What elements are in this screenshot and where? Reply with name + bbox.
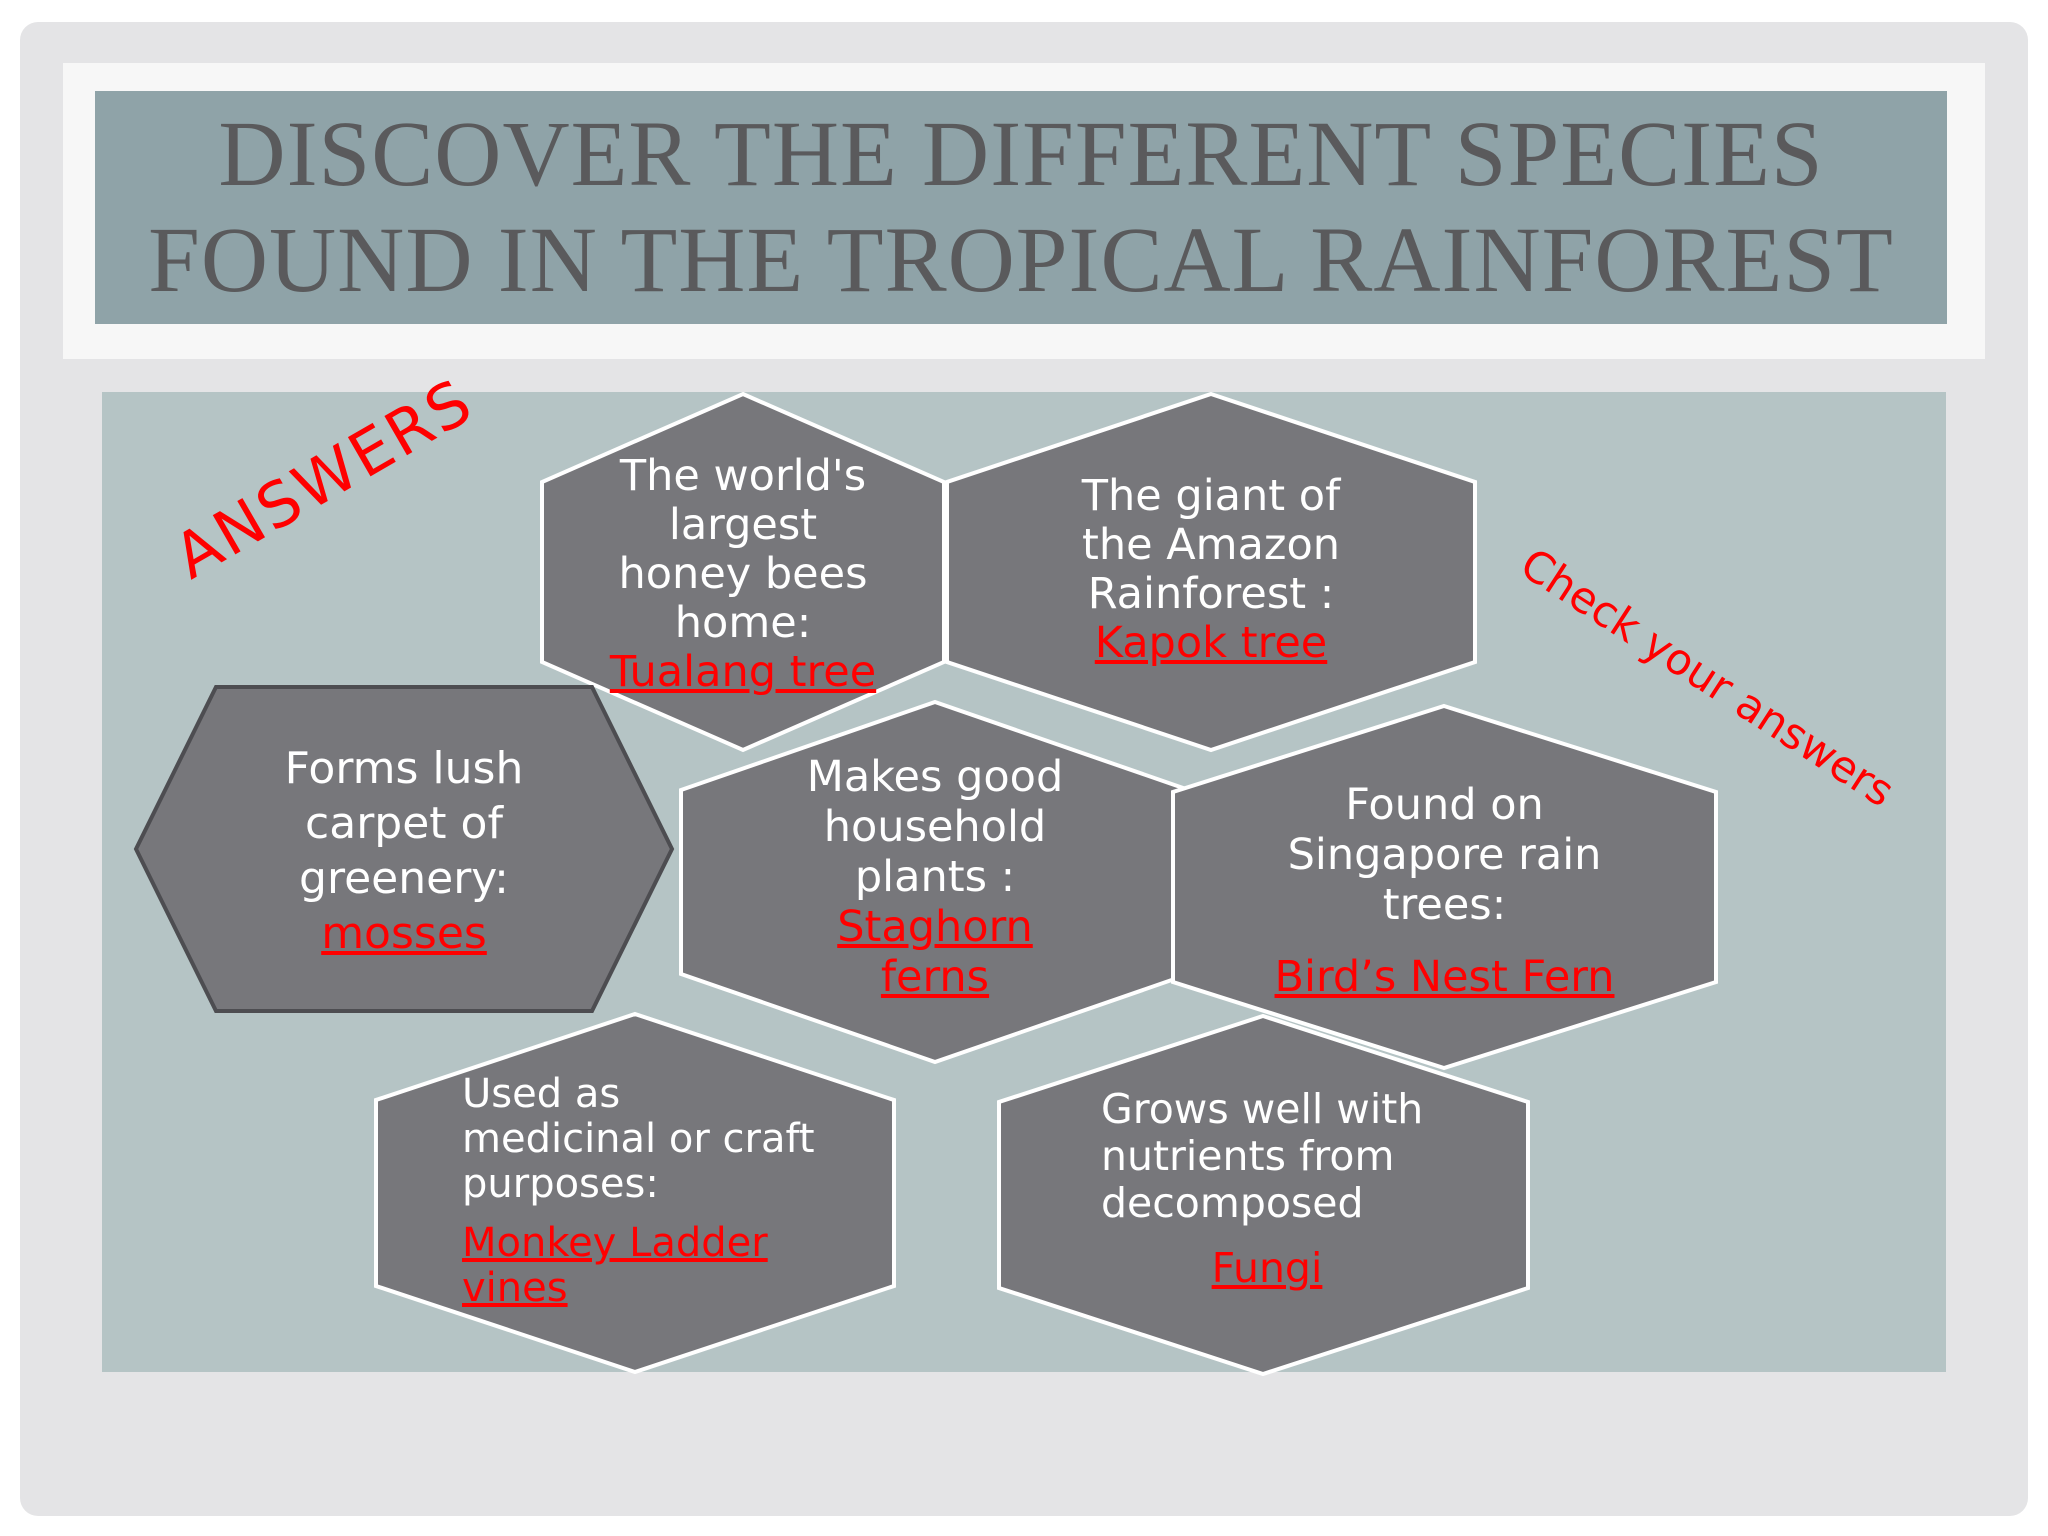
hex-shape [540, 391, 946, 753]
answer-link[interactable]: mosses [321, 908, 487, 959]
hex-shape [374, 1011, 896, 1375]
hex-fungi-text: Grows well with nutrients from decompose… [1101, 1086, 1501, 1292]
hex-tualang-text: The world's largest honey bees home: Tua… [580, 452, 906, 697]
hex-staghorn-text: Makes good household plants : Staghorn f… [729, 752, 1141, 1002]
question-text: The giant of the Amazon Rainforest : [1081, 471, 1341, 619]
answer-link[interactable]: Tualang tree [609, 647, 877, 697]
hex-monkey: Used as medicinal or craft purposes: Mon… [374, 1011, 896, 1375]
hex-shape [133, 685, 675, 1013]
answer-link[interactable]: Kapok tree [1094, 618, 1328, 668]
hex-tualang: The world's largest honey bees home: Tua… [540, 391, 946, 753]
question-text: The world's largest honey bees home: [618, 451, 868, 648]
question-text: Makes good household plants : [806, 752, 1064, 902]
question-text: Found on Singapore rain trees: [1287, 780, 1602, 930]
hex-staghorn: Makes good household plants : Staghorn f… [679, 699, 1191, 1065]
answer-link[interactable]: Staghorn ferns [837, 902, 1033, 1002]
title-line-2: found in the tropical rainforest [148, 208, 1894, 312]
answer-link[interactable]: Fungi [1211, 1244, 1323, 1292]
hex-shape [997, 1013, 1530, 1377]
hex-kapok: The giant of the Amazon Rainforest : Kap… [945, 391, 1477, 753]
hex-birdsnest-text: Found on Singapore rain trees: Bird’s Ne… [1231, 780, 1658, 1002]
hex-shape [1171, 703, 1718, 1071]
title-line-1: Discover the different species [218, 102, 1824, 206]
answer-link[interactable]: Monkey Ladder vines [462, 1220, 768, 1311]
question-text: Grows well with nutrients from decompose… [1101, 1085, 1424, 1227]
answer-link[interactable]: Bird’s Nest Fern [1274, 952, 1615, 1002]
hex-shape [945, 391, 1477, 753]
slide-title: Discover the different species found in … [95, 91, 1947, 324]
hex-fungi: Grows well with nutrients from decompose… [997, 1013, 1530, 1377]
hex-monkey-text: Used as medicinal or craft purposes: Mon… [462, 1072, 862, 1311]
hex-birdsnest: Found on Singapore rain trees: Bird’s Ne… [1171, 703, 1718, 1071]
hex-mosses-text: Forms lush carpet of greenery: mosses [224, 741, 584, 961]
question-text: Used as medicinal or craft purposes: [462, 1071, 815, 1207]
question-text: Forms lush carpet of greenery: [284, 743, 524, 904]
hex-mosses: Forms lush carpet of greenery: mosses [133, 685, 675, 1013]
hex-kapok-text: The giant of the Amazon Rainforest : Kap… [1005, 472, 1417, 668]
